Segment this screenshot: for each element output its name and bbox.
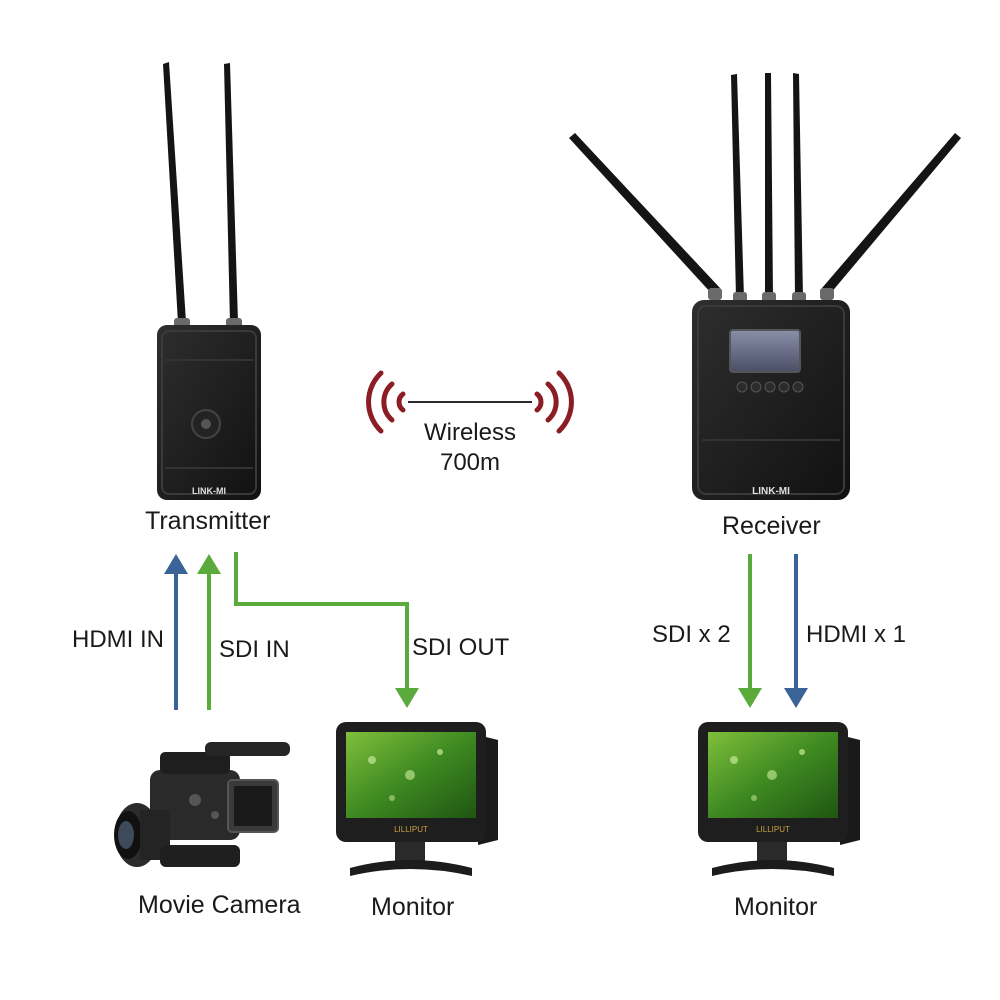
transmitter-brand: LINK-MI [192,486,226,496]
wireless-label-line1: Wireless [423,419,516,446]
monitor-right-icon: LILLIPUT [698,722,860,876]
hdmi-x1-label: HDMI x 1 [806,621,907,648]
signal-right-icon [534,370,574,434]
wireless-label: Wireless 700m [410,418,530,478]
monitor-left-icon: LILLIPUT [336,722,498,876]
sdi-x2-arrow [738,554,762,708]
camera-label: Movie Camera [138,891,301,919]
sdi-out-label: SDI OUT [412,634,510,661]
hdmi-in-label: HDMI IN [72,626,164,653]
hdmi-in-arrow [164,554,188,710]
receiver-device: LINK-MI [569,73,961,500]
wireless-link [366,370,574,434]
sdi-in-label: SDI IN [219,636,290,663]
wireless-label-line2: 700m [439,449,501,476]
receiver-lcd-screen [729,329,801,373]
transmitter-label: Transmitter [145,507,271,535]
monitor-right-brand: LILLIPUT [756,825,790,834]
sdi-out-arrow [234,552,419,708]
antenna-icon [569,73,961,304]
signal-left-icon [366,370,406,434]
receiver-buttons [736,381,804,393]
hdmi-x1-arrow [784,554,808,708]
sdi-x2-label: SDI x 2 [652,621,731,648]
movie-camera-icon [114,742,290,867]
receiver-label: Receiver [722,512,821,540]
antenna-icon [163,62,242,330]
transmitter-device: LINK-MI [157,62,261,500]
receiver-brand: LINK-MI [752,486,790,497]
monitor-left-label: Monitor [371,893,455,921]
monitor-left-brand: LILLIPUT [394,825,428,834]
sdi-in-arrow [197,554,221,710]
monitor-right-label: Monitor [734,893,818,921]
